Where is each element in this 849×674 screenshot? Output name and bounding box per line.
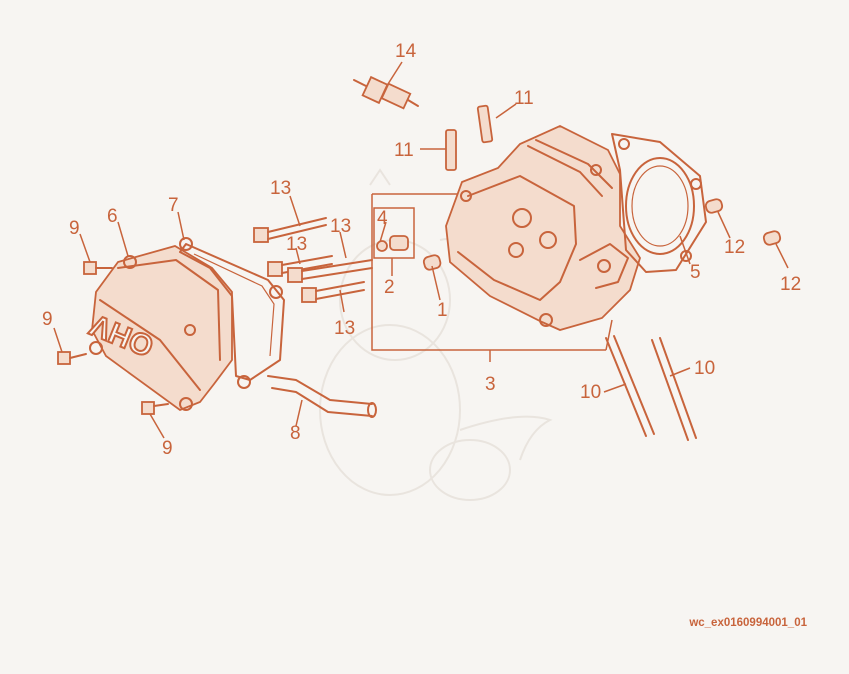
callout-12-a: 12: [724, 237, 745, 258]
stud-11-a: [445, 129, 457, 171]
callout-labels: 14 11 11 13 13 13 13 4 2 1 3 6 7 9 9 9 8…: [42, 41, 801, 459]
callout-5: 5: [690, 262, 701, 283]
stud-11-b: [476, 104, 494, 144]
cover-gasket: [179, 237, 285, 389]
spark-plug: [353, 75, 419, 110]
callout-12-b: 12: [780, 274, 801, 295]
valve-cover: OHV: [85, 245, 233, 412]
callout-10-right: 10: [694, 358, 715, 379]
bolt-9-left: [57, 351, 87, 365]
callout-13-top: 13: [270, 178, 291, 199]
leader-lines: [53, 61, 789, 439]
callout-2: 2: [384, 277, 395, 298]
callout-6: 6: [107, 206, 118, 227]
callout-8: 8: [290, 423, 301, 444]
head-bolt-13-a: [253, 217, 327, 243]
callout-9-left: 9: [42, 309, 53, 330]
dowel-12-b: [762, 230, 782, 246]
head-bolt-13-d: [301, 281, 365, 303]
callout-13-mid-right: 13: [330, 216, 351, 237]
valve-guide-4: [376, 235, 409, 252]
callout-9-bottom: 9: [162, 438, 173, 459]
bolt-9-top: [83, 261, 113, 275]
cylinder-head: [445, 125, 641, 331]
callout-10-left: 10: [580, 382, 601, 403]
stud-10-a: [605, 335, 655, 437]
callout-13-mid: 13: [286, 234, 307, 255]
dowel-12-a: [704, 198, 724, 214]
callout-14: 14: [395, 41, 417, 62]
callout-7: 7: [168, 195, 179, 216]
callout-4: 4: [377, 208, 388, 229]
callout-3: 3: [485, 374, 496, 395]
diagram-code: wc_ex0160994001_01: [689, 617, 807, 629]
callout-9-top: 9: [69, 218, 80, 239]
bracket-assembly-3: [371, 193, 613, 362]
callout-11-left: 11: [394, 140, 414, 161]
callout-13-bottom: 13: [334, 318, 355, 339]
head-gasket: [611, 133, 707, 273]
dowel-pin-1: [422, 254, 442, 271]
bracket-2: [373, 207, 415, 259]
breather-tube: [267, 375, 377, 418]
head-bolt-13-c: [287, 259, 373, 283]
callout-11-right: 11: [514, 88, 534, 109]
callout-1: 1: [437, 300, 448, 321]
stud-10-b: [651, 337, 697, 441]
bolt-9-bottom: [141, 401, 169, 415]
